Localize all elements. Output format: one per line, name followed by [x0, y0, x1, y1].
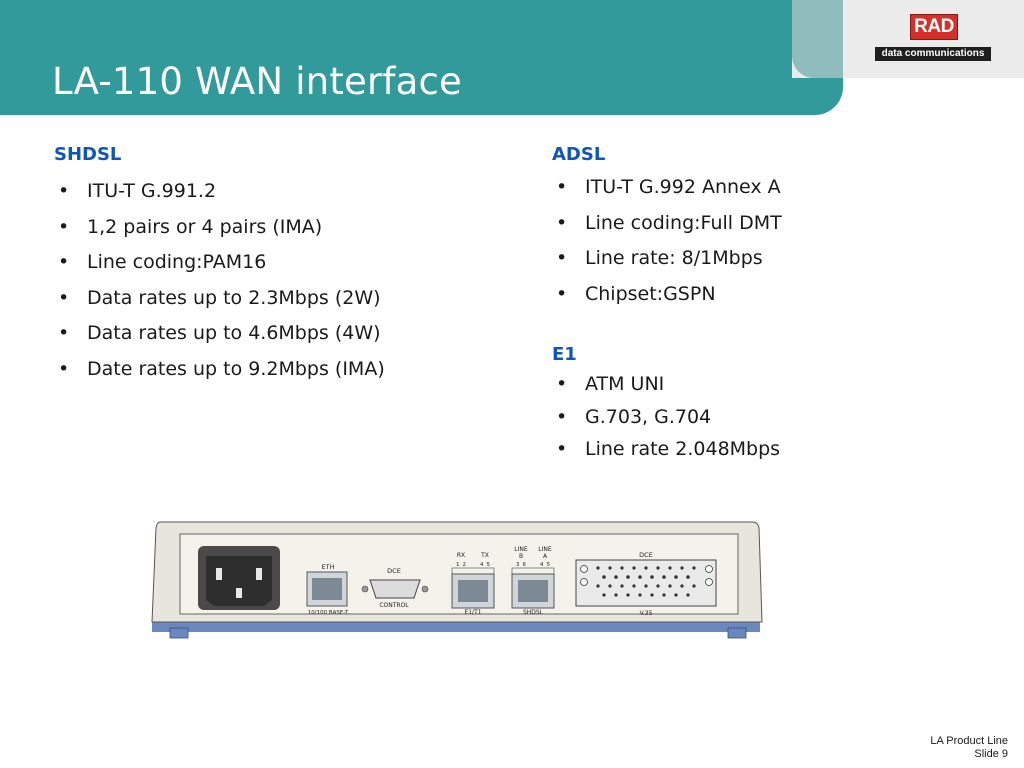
e1-list: ATM UNI G.703, G.704 Line rate 2.048Mbps — [552, 373, 780, 471]
eth-port-caption: 10/100 BASE-T — [308, 610, 349, 616]
list-item: G.703, G.704 — [552, 406, 780, 439]
list-item: Data rates up to 2.3Mbps (2W) — [54, 287, 385, 323]
list-item: Line rate 2.048Mbps — [552, 438, 780, 471]
v35-caption: V.35 — [640, 610, 653, 617]
list-item: Line rate: 8/1Mbps — [552, 247, 782, 283]
device-rear-panel-illustration: ETH 10/100 BASE-T DCE CONTROL RX TX 1 2 … — [151, 521, 763, 639]
device-foot — [727, 627, 747, 639]
footer-product-line: LA Product Line — [930, 735, 1008, 747]
list-item: Date rates up to 9.2Mbps (IMA) — [54, 358, 385, 394]
tx-pins-label: 4 5 — [480, 562, 490, 568]
device-foot — [169, 627, 189, 639]
title-bar — [0, 0, 843, 115]
adsl-heading: ADSL — [552, 144, 606, 165]
line-a-label: LINE — [538, 546, 552, 553]
eth-port-icon — [312, 578, 342, 600]
e1-heading: E1 — [552, 344, 577, 365]
v35-pins — [596, 566, 696, 597]
eth-port-label: ETH — [322, 563, 335, 571]
rx-label: RX — [457, 552, 465, 559]
db9-connector-icon — [369, 579, 421, 599]
shdsl-caption: SHDSL — [523, 609, 544, 616]
rx-pins-label: 1 2 — [456, 562, 466, 568]
list-item: Chipset:GSPN — [552, 283, 782, 319]
list-item: ITU-T G.992 Annex A — [552, 176, 782, 212]
tx-label: TX — [480, 552, 489, 559]
logo-panel-tab — [792, 0, 843, 78]
list-item: Data rates up to 4.6Mbps (4W) — [54, 322, 385, 358]
rad-logo-tagline: data communications — [875, 47, 991, 61]
shdsl-heading: SHDSL — [54, 144, 122, 165]
screw-icon — [580, 578, 588, 586]
line-a-pins-label: 4 5 — [540, 562, 550, 568]
line-a-letter: A — [543, 553, 548, 560]
control-caption: CONTROL — [379, 602, 409, 609]
line-b-letter: B — [519, 553, 523, 560]
power-pin-icon — [236, 588, 242, 598]
e1-port-icon — [458, 580, 488, 602]
list-item: Line coding:Full DMT — [552, 212, 782, 248]
power-pin-icon — [256, 568, 262, 580]
line-b-label: LINE — [514, 546, 528, 553]
list-item: 1,2 pairs or 4 pairs (IMA) — [54, 216, 385, 252]
slide-title: LA-110 WAN interface — [52, 60, 463, 103]
list-item: Line coding:PAM16 — [54, 251, 385, 287]
screw-icon — [705, 578, 713, 586]
slide-footer: LA Product Line Slide 9 — [930, 735, 1008, 761]
screw-icon — [580, 565, 588, 573]
adsl-list: ITU-T G.992 Annex A Line coding:Full DMT… — [552, 176, 782, 318]
screw-icon — [705, 565, 713, 573]
power-socket-insert — [206, 556, 272, 606]
e1-caption: E1/T1 — [464, 609, 481, 616]
list-item: ATM UNI — [552, 373, 780, 406]
screw-icon — [361, 585, 369, 593]
power-pin-icon — [216, 568, 222, 580]
dce-control-label: DCE — [387, 567, 401, 575]
v35-dce-label: DCE — [639, 551, 653, 559]
line-b-pins-label: 3 6 — [516, 562, 526, 568]
rad-logo: RAD — [910, 14, 958, 40]
screw-icon — [421, 585, 429, 593]
shdsl-port-icon — [518, 580, 548, 602]
list-item: ITU-T G.991.2 — [54, 180, 385, 216]
shdsl-list: ITU-T G.991.2 1,2 pairs or 4 pairs (IMA)… — [54, 180, 385, 393]
slide-number: Slide 9 — [974, 748, 1008, 760]
